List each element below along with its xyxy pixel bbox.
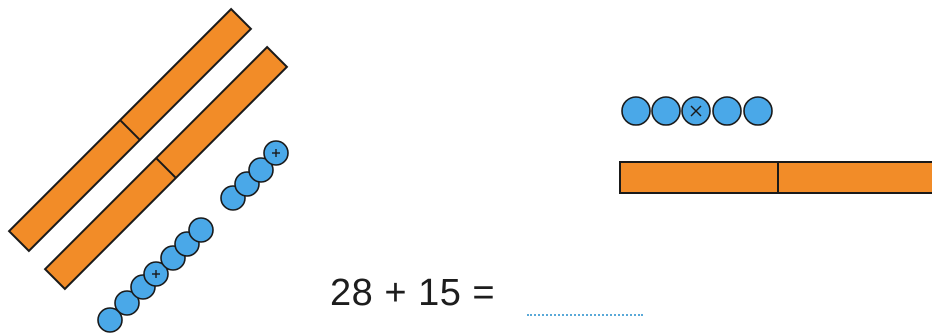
counter — [188, 217, 214, 243]
answer-blank[interactable] — [527, 314, 643, 316]
counter — [621, 96, 651, 126]
cross-marked-counter — [681, 96, 711, 126]
counter — [97, 307, 123, 333]
right-one-counters — [621, 96, 773, 126]
counter — [248, 157, 274, 183]
ten-rod — [7, 7, 253, 253]
counter — [651, 96, 681, 126]
right-ten-rod — [619, 161, 932, 194]
counter — [114, 290, 140, 316]
left-one-counters — [97, 140, 289, 333]
counter — [712, 96, 742, 126]
counter — [743, 96, 773, 126]
plus-marked-counter — [143, 261, 169, 287]
ten-rod — [43, 45, 289, 291]
left-tens-rods — [7, 7, 289, 291]
plus-marked-counter — [263, 140, 289, 166]
equation: 28 + 15 = — [330, 272, 496, 314]
